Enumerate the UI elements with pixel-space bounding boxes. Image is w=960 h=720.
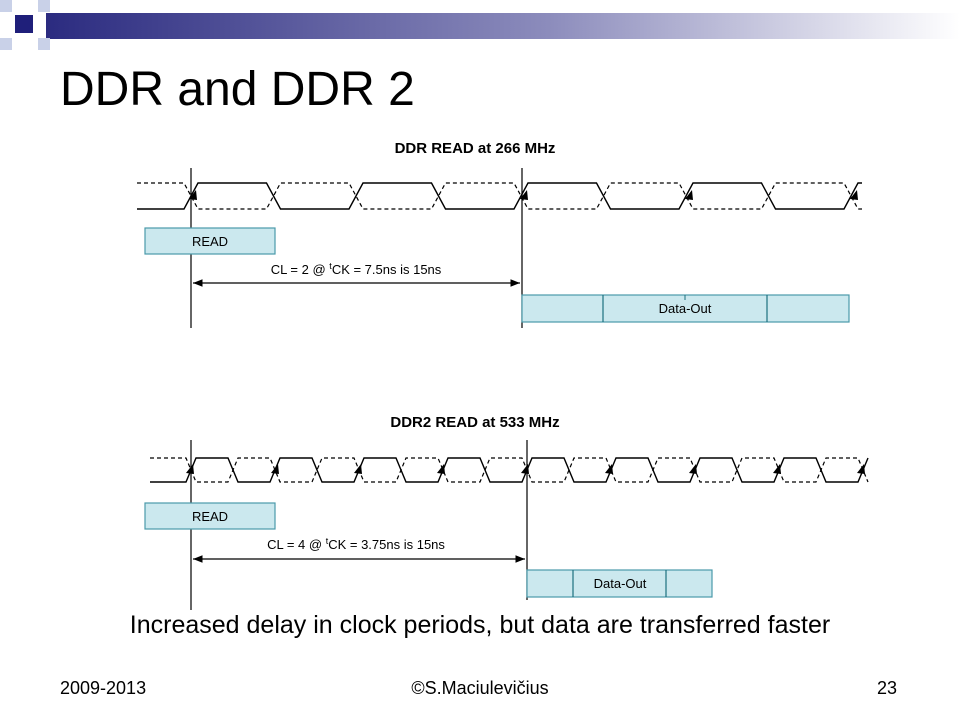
ddr2-heading: DDR2 READ at 533 MHz	[390, 414, 559, 431]
ddr-ck-inverted-waveform	[137, 182, 862, 210]
decoration-square	[38, 0, 50, 12]
ddr-ck-waveform	[137, 182, 862, 210]
ddr2-clock-edge-arrow	[689, 464, 697, 474]
ddr2-clock-edge-arrow	[773, 464, 781, 474]
footer-author: ©S.Maciulevičius	[411, 678, 549, 698]
ddr-read-label: READ	[192, 234, 228, 249]
ddr2-read-label: READ	[192, 509, 228, 524]
ddr2-clock-edge-arrow	[271, 464, 279, 474]
decoration-square	[0, 38, 12, 50]
ddr-heading: DDR READ at 266 MHz	[395, 140, 556, 157]
ddr-data-out-label: Data-Out	[659, 301, 712, 316]
footer-date: 2009-2013	[60, 678, 147, 698]
footer-page-number: 23	[877, 678, 898, 698]
decoration-square	[15, 15, 33, 33]
timing-diagram: DDR READ at 266 MHz READ CL = 2 @ tCK = …	[137, 140, 869, 610]
ddr-clock-edge-arrow	[850, 190, 858, 200]
ddr2-data-out-block	[526, 569, 713, 598]
ddr-clock-signal	[137, 182, 862, 210]
ddr-latency-label: CL = 2 @ tCK = 7.5ns is 15ns	[271, 261, 442, 277]
title-bar-gradient	[46, 13, 960, 39]
ddr2-data-out-label: Data-Out	[594, 576, 647, 591]
ddr2-ck-waveform	[150, 457, 869, 483]
ddr2-clock-edge-arrow	[521, 464, 529, 474]
ddr2-read-command	[144, 502, 276, 530]
decoration-square	[38, 38, 50, 50]
ddr2-clock-edge-arrow	[857, 464, 865, 474]
ddr-clock-edge-arrow	[685, 190, 693, 200]
title-bar-decoration	[0, 0, 960, 50]
ddr-read-command	[144, 227, 276, 255]
slide-caption: Increased delay in clock periods, but da…	[129, 611, 831, 639]
ddr2-clock-edge-arrow	[437, 464, 445, 474]
ddr2-clock-edge-arrow	[354, 464, 362, 474]
ddr2-clock-edge-arrow	[605, 464, 613, 474]
ddr2-clock-signal	[150, 457, 869, 483]
slide-title: DDR and DDR 2	[60, 63, 415, 116]
ddr2-latency-label: CL = 4 @ tCK = 3.75ns is 15ns	[267, 536, 445, 552]
decoration-square	[0, 0, 12, 12]
ddr2-ck-inverted-waveform	[150, 457, 869, 483]
ddr2-clock-edge-arrow	[186, 464, 194, 474]
